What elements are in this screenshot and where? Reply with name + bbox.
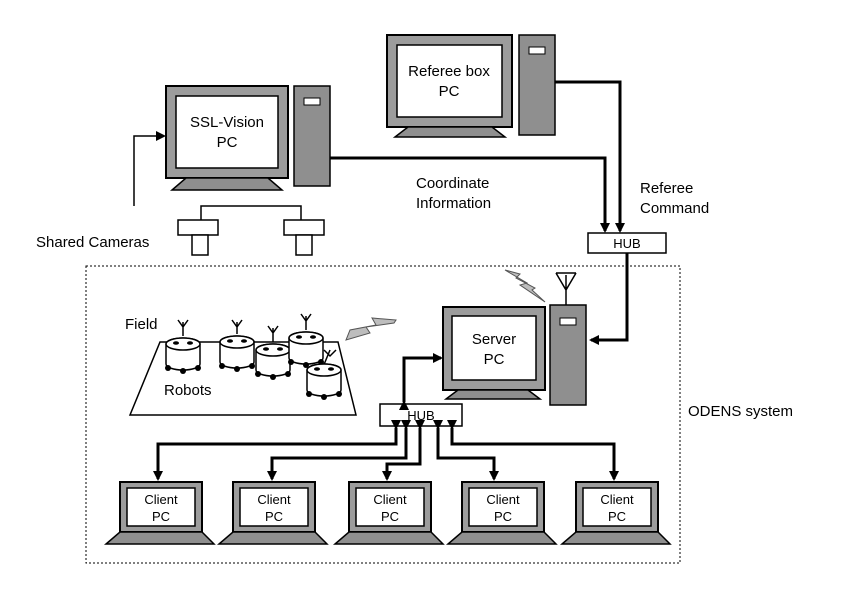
client-1-label-line2: PC (152, 509, 170, 524)
robot-4 (288, 313, 324, 368)
wire-hub-client-1 (153, 420, 401, 481)
hub-bottom-label: HUB (407, 408, 434, 423)
robot-5 (306, 349, 342, 400)
shared-cameras: Shared Cameras (36, 131, 325, 256)
client-pc-5: Client PC (559, 481, 672, 545)
referee-box-label-line1: Referee box (408, 63, 490, 80)
robot-1 (165, 319, 201, 374)
client-pc-4: Client PC (445, 481, 558, 545)
referee-box-label-line2: PC (439, 83, 460, 100)
robot-2 (219, 319, 255, 372)
client-pc-3: Client PC (332, 481, 445, 545)
hub-bottom: HUB (379, 403, 463, 427)
robot-field: Field Robots (125, 313, 397, 416)
wire-hub-client-4 (433, 420, 499, 481)
client-3-label-line2: PC (381, 509, 399, 524)
robot-3 (255, 325, 291, 380)
wire-hub-to-server (589, 253, 629, 345)
robots-label: Robots (164, 382, 212, 399)
wire-hub-client-3 (382, 420, 425, 481)
wire-ssl-to-hub (330, 156, 610, 233)
shared-cameras-label: Shared Cameras (36, 234, 149, 251)
ssl-vision-label-line1: SSL-Vision (190, 114, 264, 131)
robot-lightning-icon (345, 317, 397, 341)
lightning-icon (504, 269, 546, 303)
client-2-label-line1: Client (257, 492, 291, 507)
odens-system-boundary (85, 265, 681, 564)
client-2-label-line2: PC (265, 509, 283, 524)
client-3-label-line1: Client (373, 492, 407, 507)
coordinate-label-line1: Coordinate (416, 175, 489, 192)
referee-label-line2: Command (640, 200, 709, 217)
client-1-label-line1: Client (144, 492, 178, 507)
client-5-label-line2: PC (608, 509, 626, 524)
client-5-label-line1: Client (600, 492, 634, 507)
server-label-line1: Server (472, 331, 516, 348)
field-label: Field (125, 316, 158, 333)
ssl-vision-pc: SSL-Vision PC (165, 85, 331, 191)
client-pc-1: Client PC (103, 481, 216, 545)
hub-top: HUB (587, 232, 667, 254)
client-4-label-line2: PC (494, 509, 512, 524)
client-4-label-line1: Client (486, 492, 520, 507)
wire-hub-client-5 (447, 420, 619, 481)
wire-referee-to-hub (555, 80, 625, 233)
referee-box-pc: Referee box PC (386, 34, 556, 138)
coordinate-label-line2: Information (416, 195, 491, 212)
server-pc: Server PC (442, 269, 587, 406)
server-antenna-icon (555, 272, 577, 305)
server-label-line2: PC (484, 351, 505, 368)
ssl-vision-label-line2: PC (217, 134, 238, 151)
wire-hub-server (399, 353, 443, 410)
odens-system-label: ODENS system (688, 403, 793, 420)
client-pc-2: Client PC (216, 481, 329, 545)
referee-label-line1: Referee (640, 180, 693, 197)
hub-top-label: HUB (613, 236, 640, 251)
